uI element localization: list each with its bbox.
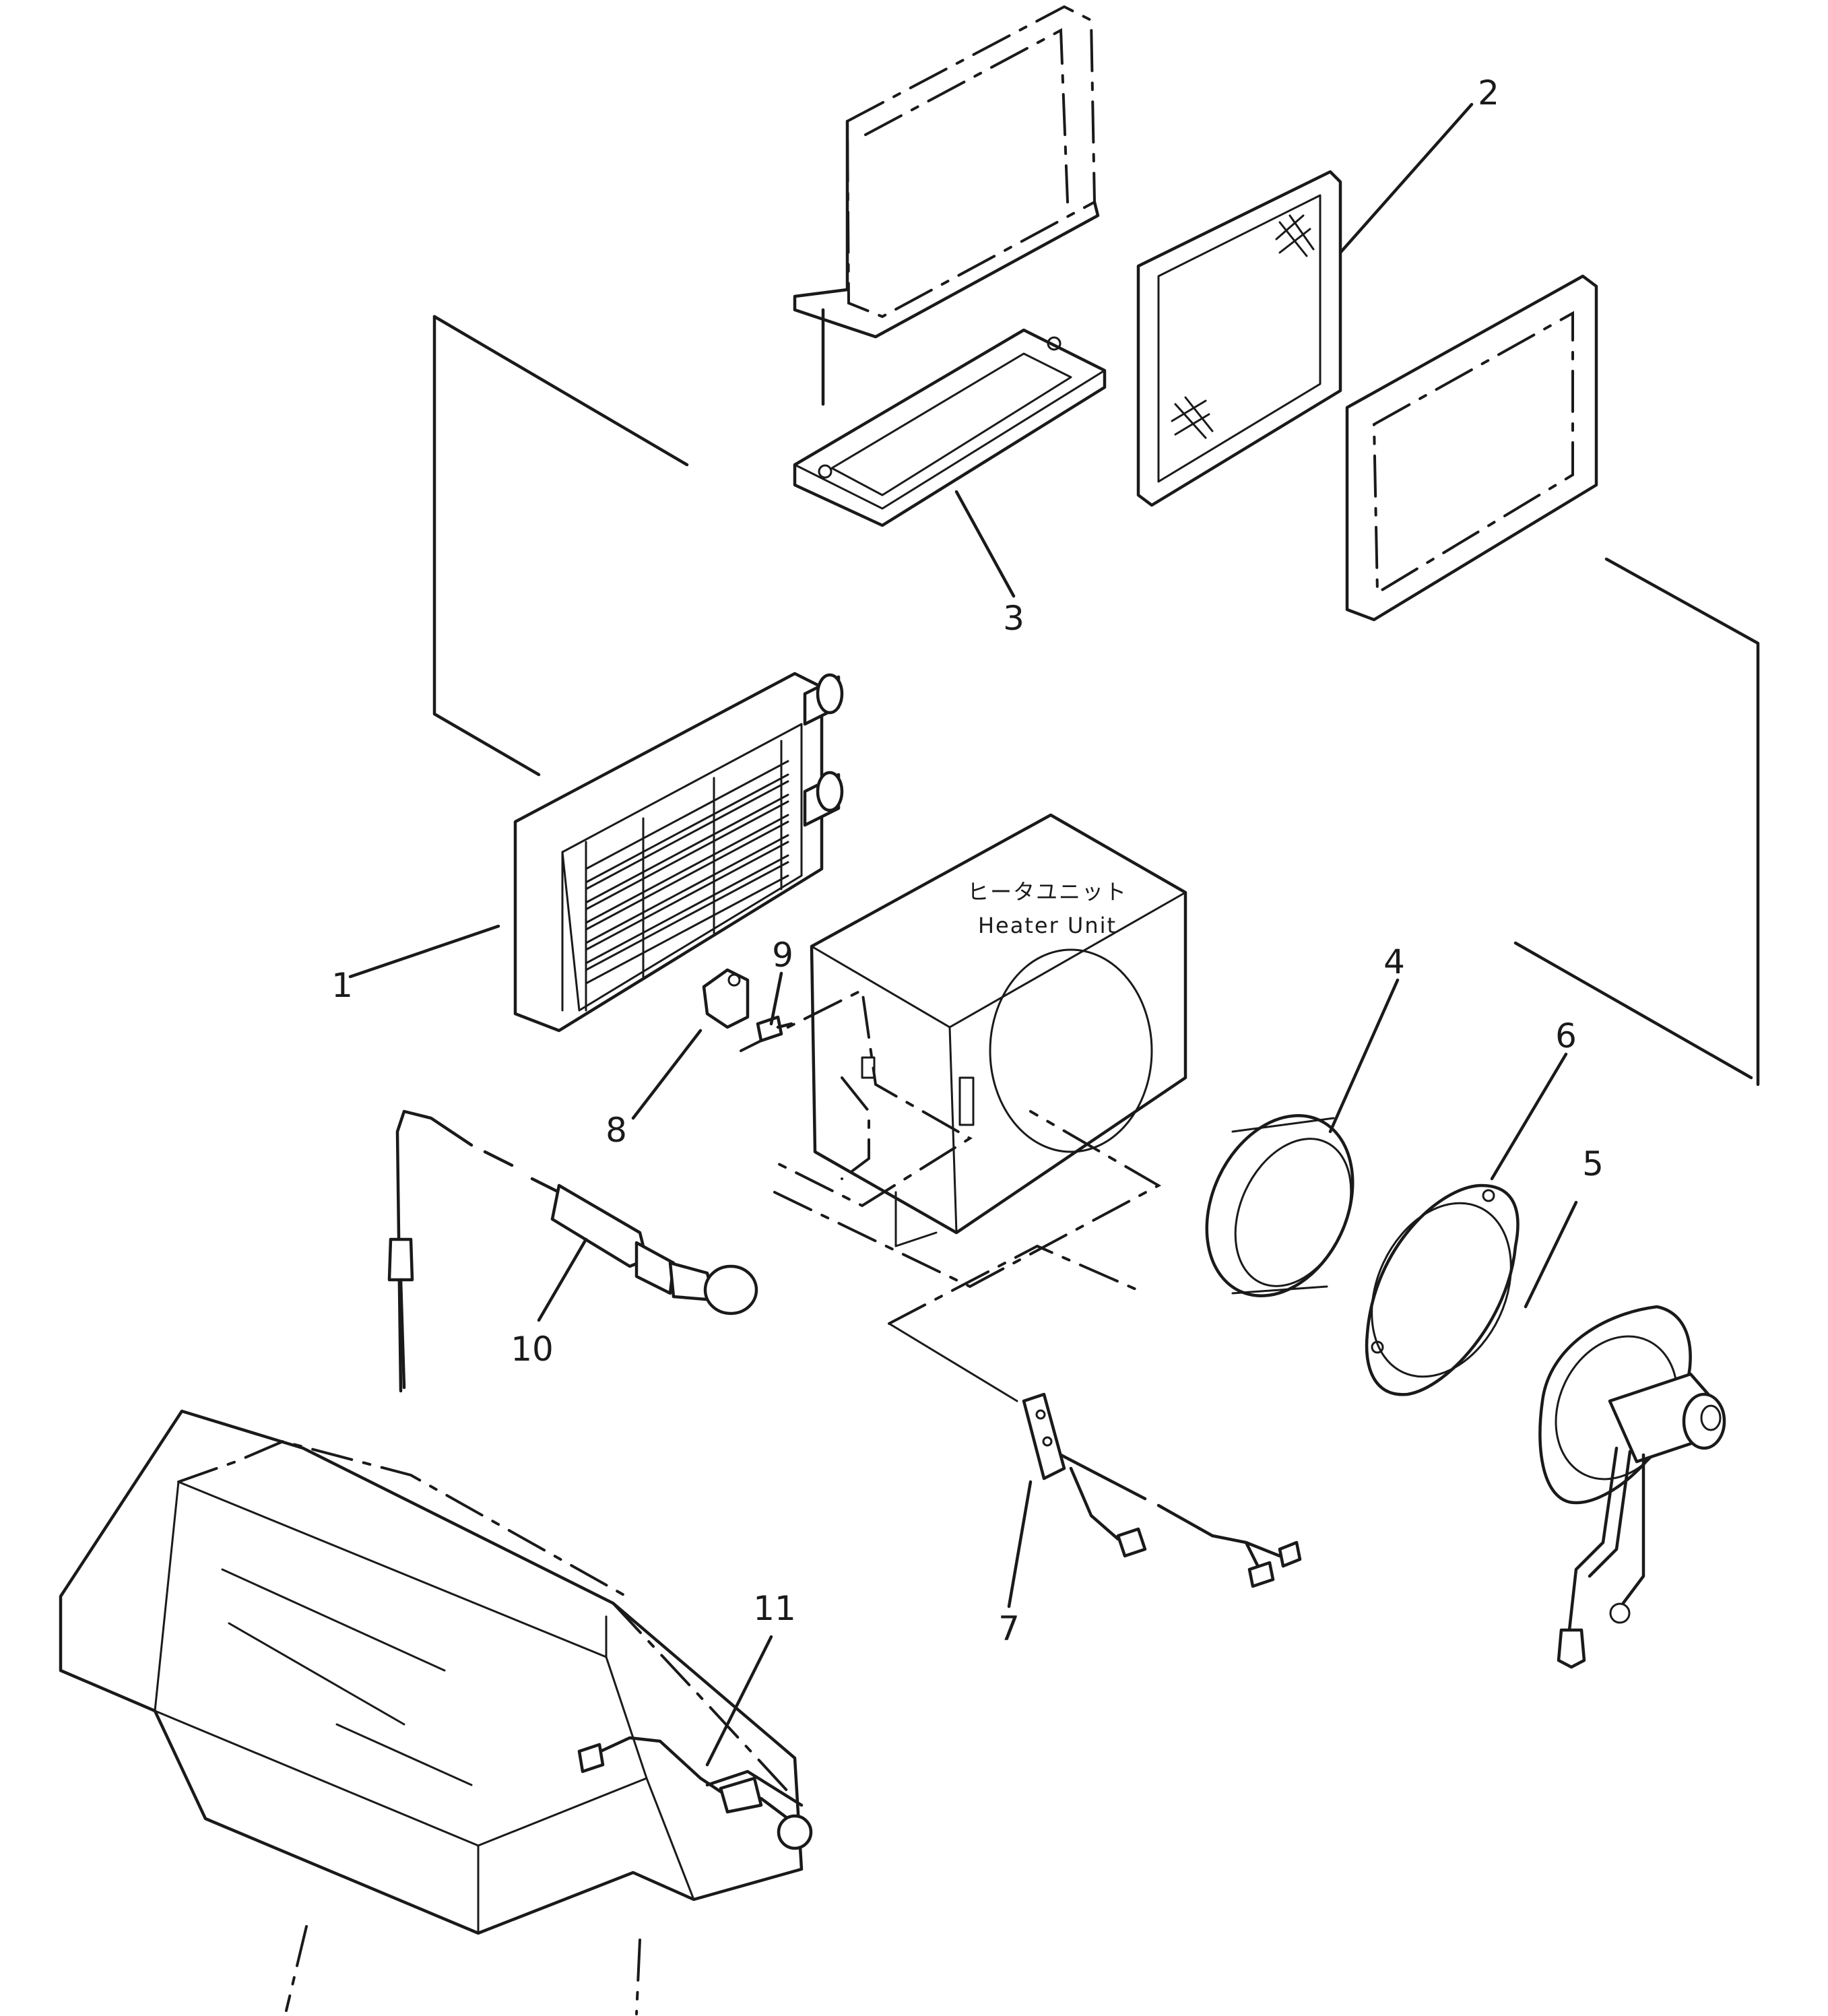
callout-7: 7 [998, 1609, 1020, 1648]
callout-1: 1 [331, 966, 353, 1005]
heater-unit-caption-jp: ヒータユニット [967, 879, 1128, 905]
part-4-fan-ring [1205, 1114, 1354, 1297]
callouts: 1 2 3 4 5 6 7 8 9 10 11 [331, 73, 1604, 1648]
callout-4: 4 [1383, 942, 1405, 981]
part-11-harness [577, 1736, 813, 1850]
heater-unit-caption-en: Heater Unit [978, 913, 1117, 938]
callout-6: 6 [1555, 1016, 1577, 1055]
part-8-clip [702, 968, 750, 1029]
part-3-tray [793, 328, 1107, 527]
callout-10: 10 [511, 1330, 554, 1369]
callout-9: 9 [772, 936, 793, 975]
guide-lines-right [1513, 557, 1760, 1086]
heater-unit-housing [740, 813, 1187, 1289]
callout-3: 3 [1003, 599, 1024, 638]
housing-duct [59, 1409, 804, 2015]
guide-lines-left [432, 315, 689, 777]
callout-8: 8 [606, 1111, 627, 1150]
leader-lines [348, 102, 1578, 1767]
part-9-screw [756, 1015, 793, 1043]
callout-5: 5 [1582, 1144, 1604, 1183]
part-5-blower-motor [1538, 1305, 1726, 1669]
part-10-control-cable [387, 1109, 758, 1393]
part-2-filter-front [1136, 170, 1342, 507]
heater-unit-caption: ヒータユニット Heater Unit [967, 879, 1128, 938]
part-2-filter-rear [1345, 274, 1598, 622]
callout-11: 11 [753, 1589, 796, 1628]
top-filter-frame [793, 5, 1100, 406]
callout-2: 2 [1478, 73, 1499, 112]
part-7-resistor [888, 1244, 1302, 1588]
part-6-gasket [1365, 1183, 1520, 1396]
part-1-heater-core [513, 672, 844, 1033]
